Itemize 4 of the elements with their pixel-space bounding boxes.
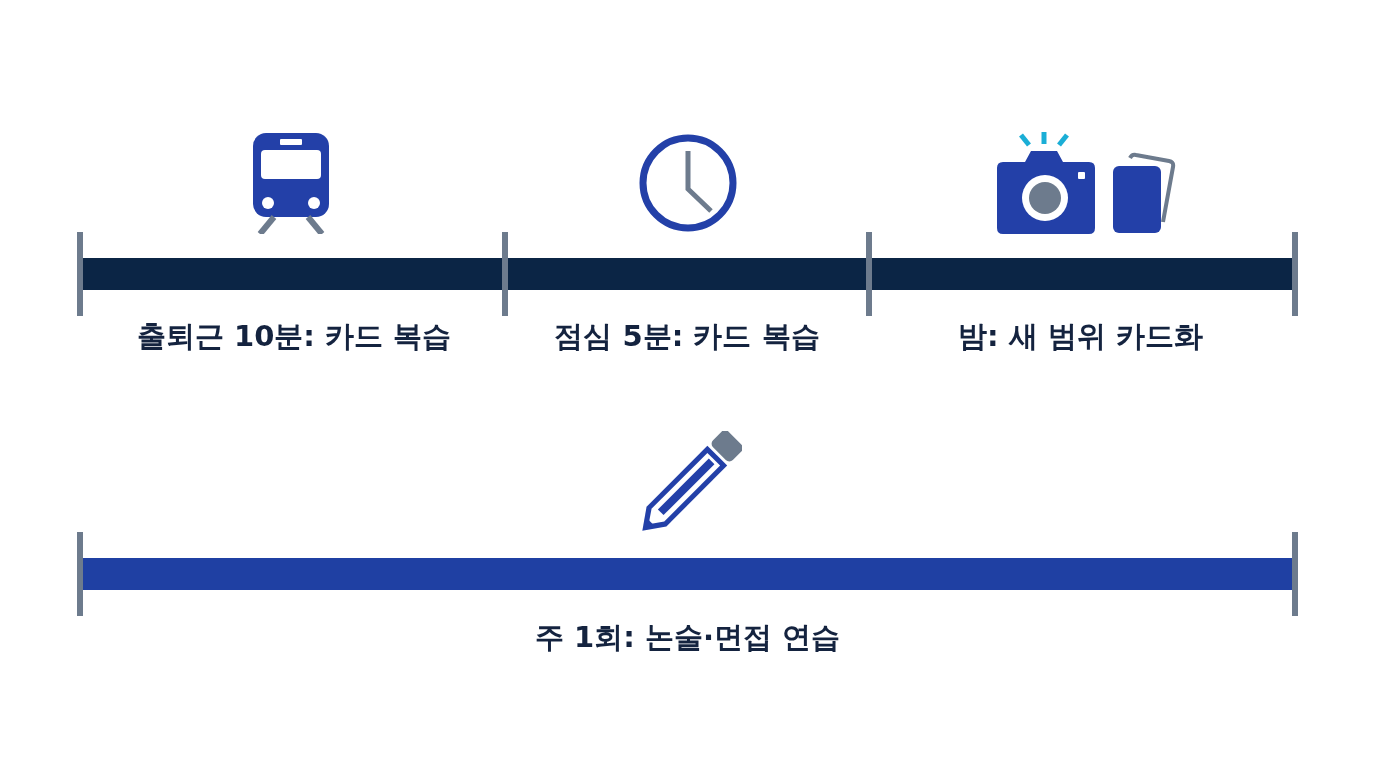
segment-label: 출퇴근 10분: 카드 복습 [136, 318, 452, 354]
segment-label: 밤: 새 범위 카드화 [958, 318, 1203, 354]
segment-label: 주 1회: 논술·면접 연습 [534, 619, 841, 655]
segment-label: 점심 5분: 카드 복습 [554, 318, 820, 354]
